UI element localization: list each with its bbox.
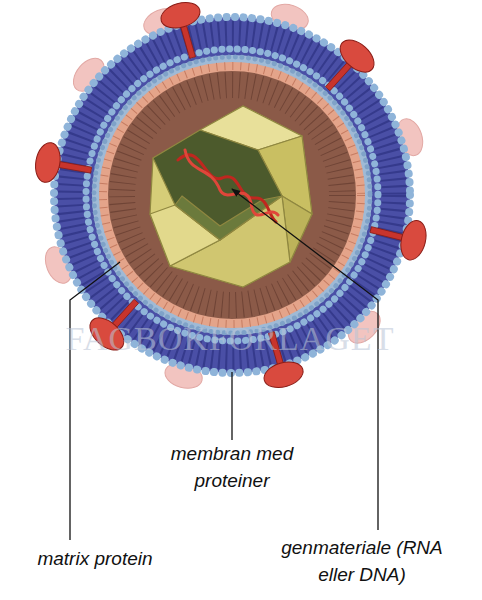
capsid-cutaway	[153, 130, 282, 240]
matrix-bricks	[103, 66, 361, 324]
core-space	[108, 71, 356, 319]
inner-lipid-heads	[86, 49, 378, 341]
spike-head	[158, 0, 203, 32]
leader-lines	[70, 189, 378, 540]
part-label: genmateriale (RNA eller DNA)	[262, 534, 462, 588]
part-label: matrix protein	[20, 545, 170, 572]
spike	[158, 0, 212, 63]
core-texture	[122, 85, 342, 305]
spike	[33, 141, 95, 190]
spike-stalk	[180, 24, 195, 58]
helix	[178, 150, 278, 222]
spike-stalk	[57, 161, 92, 173]
watermark: FAGBOKFORLAGET	[60, 320, 400, 358]
capsid	[150, 106, 312, 287]
membrane-disk	[54, 17, 410, 373]
inner-bead-ring	[94, 57, 370, 333]
back-spikes	[40, 0, 427, 392]
lipid-tails	[70, 33, 394, 357]
part-label: membran med proteiner	[147, 440, 317, 494]
spike	[366, 210, 430, 262]
capsid-outline	[150, 106, 312, 287]
spike	[313, 34, 380, 102]
spike-head	[33, 141, 64, 185]
spike-stalk	[370, 227, 404, 241]
spike-head	[261, 358, 306, 392]
spike-head	[397, 218, 430, 263]
outer-lipid-heads	[54, 17, 410, 373]
spike-head	[334, 34, 380, 79]
leader-line	[70, 262, 120, 540]
inner-gap	[92, 55, 372, 335]
leader-line	[231, 372, 232, 440]
matrix-protein-ring	[99, 62, 365, 328]
spike-stalk	[325, 61, 352, 90]
helix-strand	[185, 150, 278, 215]
front-spikes	[33, 0, 430, 392]
